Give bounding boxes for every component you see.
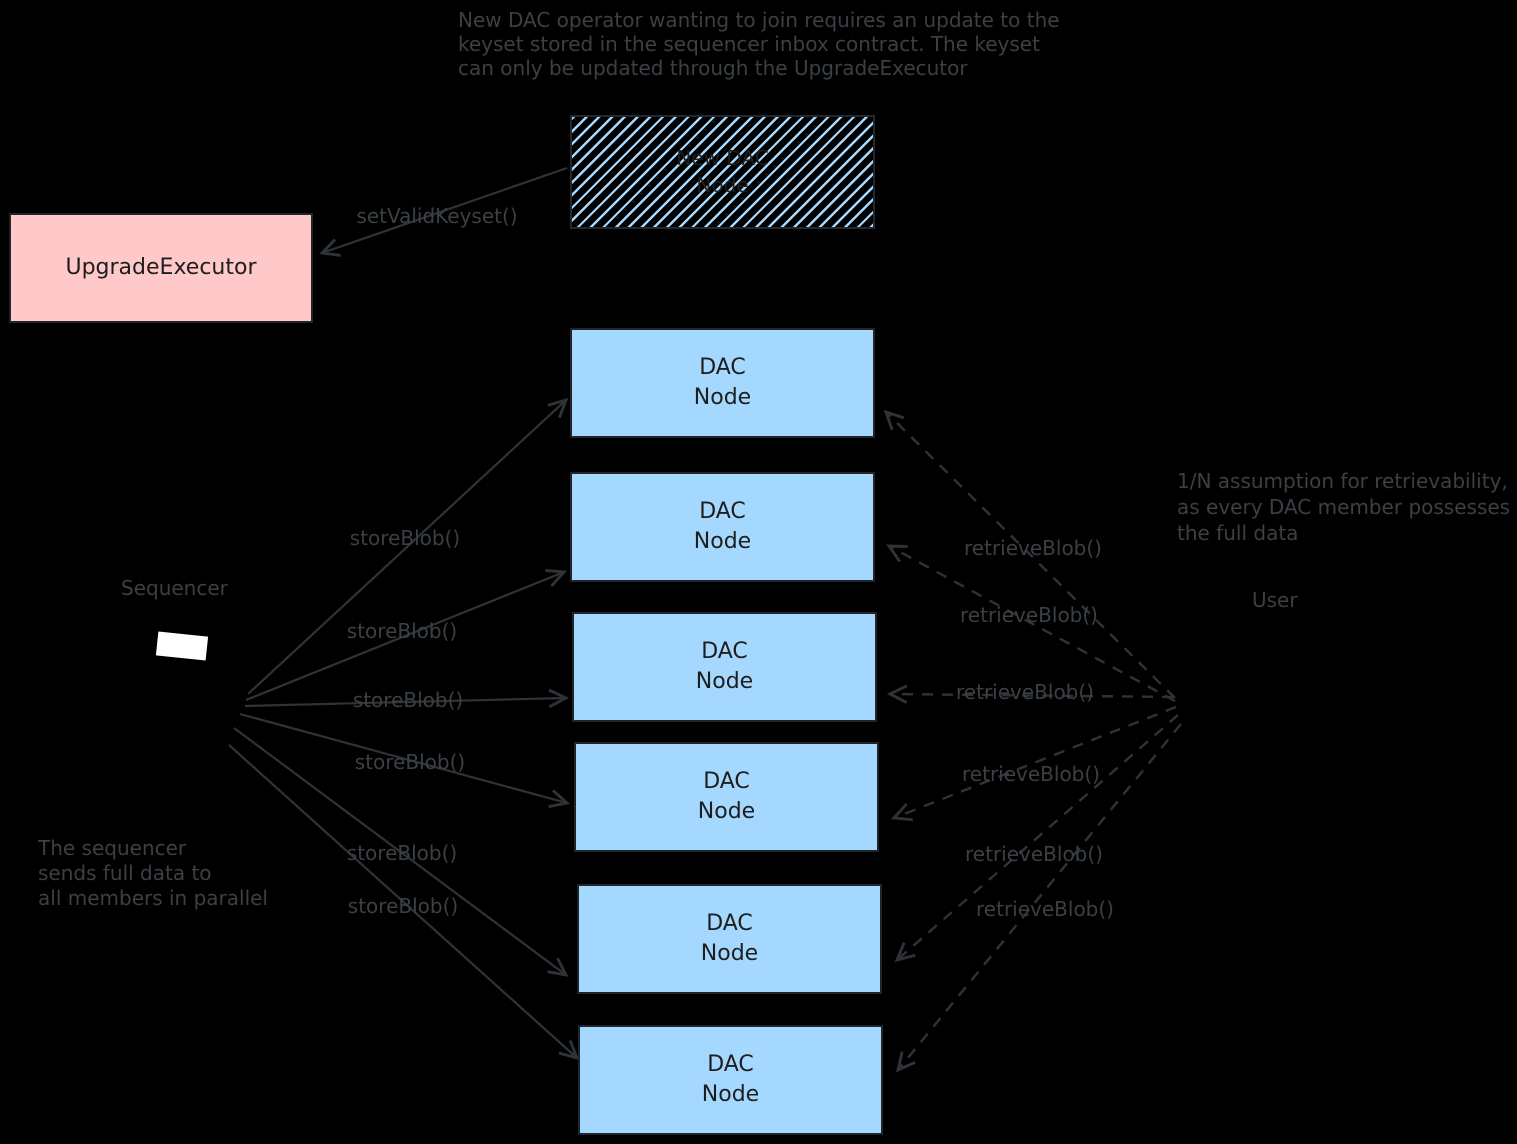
set-valid-keyset-label: setValidKeyset() [356,204,518,228]
arrow-store-5 [233,727,569,977]
arrow-retrieve-4 [891,705,1177,822]
retrieve-blob-label-2: retrieveBlob() [960,603,1098,627]
annotation-line: can only be updated through the UpgradeE… [458,56,968,80]
upgrade-executor-label: UpgradeExecutor [65,255,257,280]
store-blob-label-5: storeBlob() [346,841,458,865]
annotation-line: New DAC operator wanting to join require… [458,8,1060,32]
retrievability-note-line: the full data [1177,521,1299,545]
arrow-store-6 [228,744,580,1061]
dac-node-box-2: DAC Node [570,472,875,582]
store-blob-label-3: storeBlob() [352,688,464,712]
sequencer-note: The sequencer sends full data to all mem… [38,836,268,911]
arrow-retrieve-5 [894,714,1179,963]
arrow-retrieve-1 [883,409,1176,699]
dac-node-label-line1: DAC [701,639,748,664]
dac-node-label-line1: DAC [706,911,753,936]
sequencer-note-line: The sequencer [38,836,187,860]
sequencer-laptop-icon [155,631,209,661]
dac-node-box-1: DAC Node [570,328,875,438]
retrieve-blob-label-6: retrieveBlob() [976,897,1114,921]
new-dac-node-box: New DAC Node [570,115,875,229]
retrievability-note-line: 1/N assumption for retrievability, [1177,469,1508,493]
store-blob-label-1: storeBlob() [349,526,461,550]
new-dac-node-label-line2: Node [696,173,749,197]
arrow-retrieve-2 [886,544,1176,703]
sequencer-note-line: sends full data to [38,861,212,885]
arrow-retrieve-6 [895,723,1182,1073]
retrieve-blob-label-3: retrieveBlob() [956,680,1094,704]
retrievability-note-line: as every DAC member possesses [1177,495,1511,519]
dac-node-label-line2: Node [701,1082,760,1107]
retrieve-blob-label-4: retrieveBlob() [962,762,1100,786]
new-dac-node-label-line1: New DAC [676,146,769,170]
arrow-store-3 [244,688,570,709]
retrievability-note: 1/N assumption for retrievability, as ev… [1177,468,1510,546]
retrieve-blob-label-5: retrieveBlob() [965,842,1103,866]
dac-node-label-line2: Node [693,385,752,410]
dac-node-label-line1: DAC [699,355,746,380]
dac-node-box-5: DAC Node [577,884,882,994]
arrow-set-valid-keyset [318,166,568,257]
dac-node-label-line1: DAC [699,499,746,524]
annotation-line: keyset stored in the sequencer inbox con… [458,32,1040,56]
dac-node-label-line2: Node [697,799,756,824]
arrow-store-1 [247,397,569,695]
arrow-store-4 [239,712,571,809]
retrieve-blob-label-1: retrieveBlob() [964,536,1102,560]
arrow-retrieve-3 [886,684,1174,704]
dac-node-label-line1: DAC [707,1052,754,1077]
dac-node-label-line2: Node [700,941,759,966]
keyset-update-annotation: New DAC operator wanting to join require… [458,8,1060,80]
dac-node-label-line1: DAC [703,769,750,794]
sequencer-label: Sequencer [121,576,228,600]
dac-node-box-6: DAC Node [578,1025,883,1135]
dac-node-box-3: DAC Node [572,612,877,722]
dac-node-box-4: DAC Node [574,742,879,852]
store-blob-label-2: storeBlob() [346,619,458,643]
dac-node-label-line2: Node [693,529,752,554]
store-blob-label-6: storeBlob() [347,894,459,918]
arrow-store-2 [245,569,567,702]
sequencer-note-line: all members in parallel [38,886,268,910]
user-label: User [1252,588,1298,612]
store-blob-label-4: storeBlob() [354,750,466,774]
dac-node-label-line2: Node [695,669,754,694]
upgrade-executor-box: UpgradeExecutor [9,213,313,323]
